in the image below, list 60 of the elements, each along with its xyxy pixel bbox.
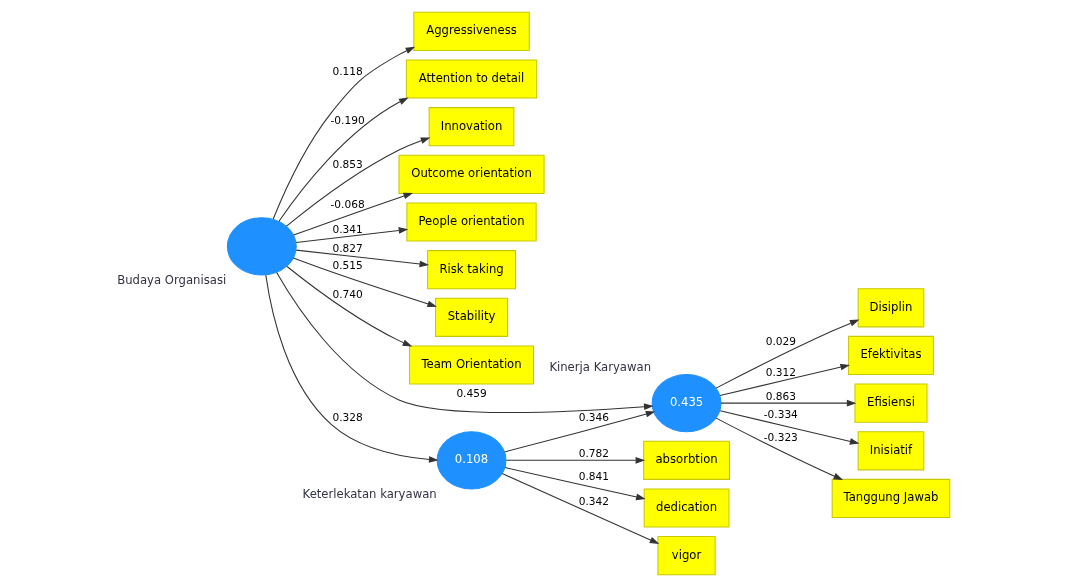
- node-ellipse: [226, 217, 297, 276]
- edge-label: 0.118: [331, 64, 363, 77]
- edge-label: 0.827: [331, 241, 363, 254]
- arrow: [715, 319, 859, 389]
- arrow: [285, 137, 430, 227]
- node-box: Tanggung Jawab: [831, 478, 950, 519]
- edge-label: 0.841: [578, 470, 609, 483]
- node-label: Keterlekatan karyawan: [302, 487, 437, 502]
- edge-label: -0.334: [763, 407, 798, 420]
- arrow: [295, 227, 408, 243]
- edge-label: 0.459: [455, 386, 487, 399]
- arrow: [719, 363, 850, 396]
- node-box: Outcome orientation: [397, 154, 545, 194]
- node-label: Budaya Organisasi: [116, 273, 226, 288]
- arrow: [292, 192, 413, 236]
- arrow: [264, 274, 438, 463]
- node-box: People orientation: [405, 202, 537, 242]
- arrow: [505, 457, 645, 464]
- node-box: Efisiensi: [853, 383, 927, 423]
- edge-label: 0.342: [578, 494, 609, 507]
- node-box: vigor: [656, 536, 716, 576]
- edge-label: 0.328: [331, 411, 363, 424]
- edge-label: 0.853: [331, 157, 363, 170]
- edge-label: 0.341: [331, 222, 363, 235]
- node-box: absorbtion: [642, 440, 730, 480]
- arrow: [295, 249, 429, 268]
- arrow: [501, 473, 659, 544]
- node-box: Aggressiveness: [412, 11, 530, 51]
- edge-label: 0.312: [765, 365, 796, 378]
- node-label: Kinerja Karyawan: [548, 360, 651, 375]
- node-box: Risk taking: [426, 250, 516, 290]
- edge-label: 0.029: [765, 334, 796, 347]
- edge-label: -0.068: [330, 198, 365, 211]
- arrow: [715, 417, 843, 480]
- node-ellipse: 0.435: [651, 374, 721, 433]
- node-box: Team Orientation: [408, 345, 534, 385]
- edge-label: 0.346: [578, 411, 609, 424]
- arrow: [277, 97, 409, 222]
- arrow: [503, 467, 646, 501]
- edge-label: 0.740: [331, 288, 363, 301]
- node-box: Stability: [434, 297, 508, 337]
- edge-label: 0.782: [578, 447, 609, 460]
- node-box: Attention to detail: [405, 59, 537, 99]
- arrow: [292, 257, 437, 308]
- node-box: Innovation: [428, 107, 514, 147]
- arrow: [272, 46, 415, 220]
- node-box: Inisiatif: [857, 431, 924, 471]
- node-ellipse: 0.108: [436, 431, 506, 490]
- arrow: [719, 410, 859, 445]
- edge-label: 0.863: [765, 389, 796, 402]
- arrow: [503, 410, 655, 453]
- arrow: [720, 399, 856, 407]
- arrow: [286, 265, 412, 347]
- node-box: dedication: [643, 488, 729, 528]
- node-box: Efektivitas: [847, 335, 934, 376]
- edge-label: -0.190: [330, 113, 365, 126]
- arrow: [275, 272, 654, 414]
- edge-label: 0.515: [331, 258, 363, 271]
- node-box: Disiplin: [857, 288, 924, 328]
- edge-label: -0.323: [763, 431, 798, 444]
